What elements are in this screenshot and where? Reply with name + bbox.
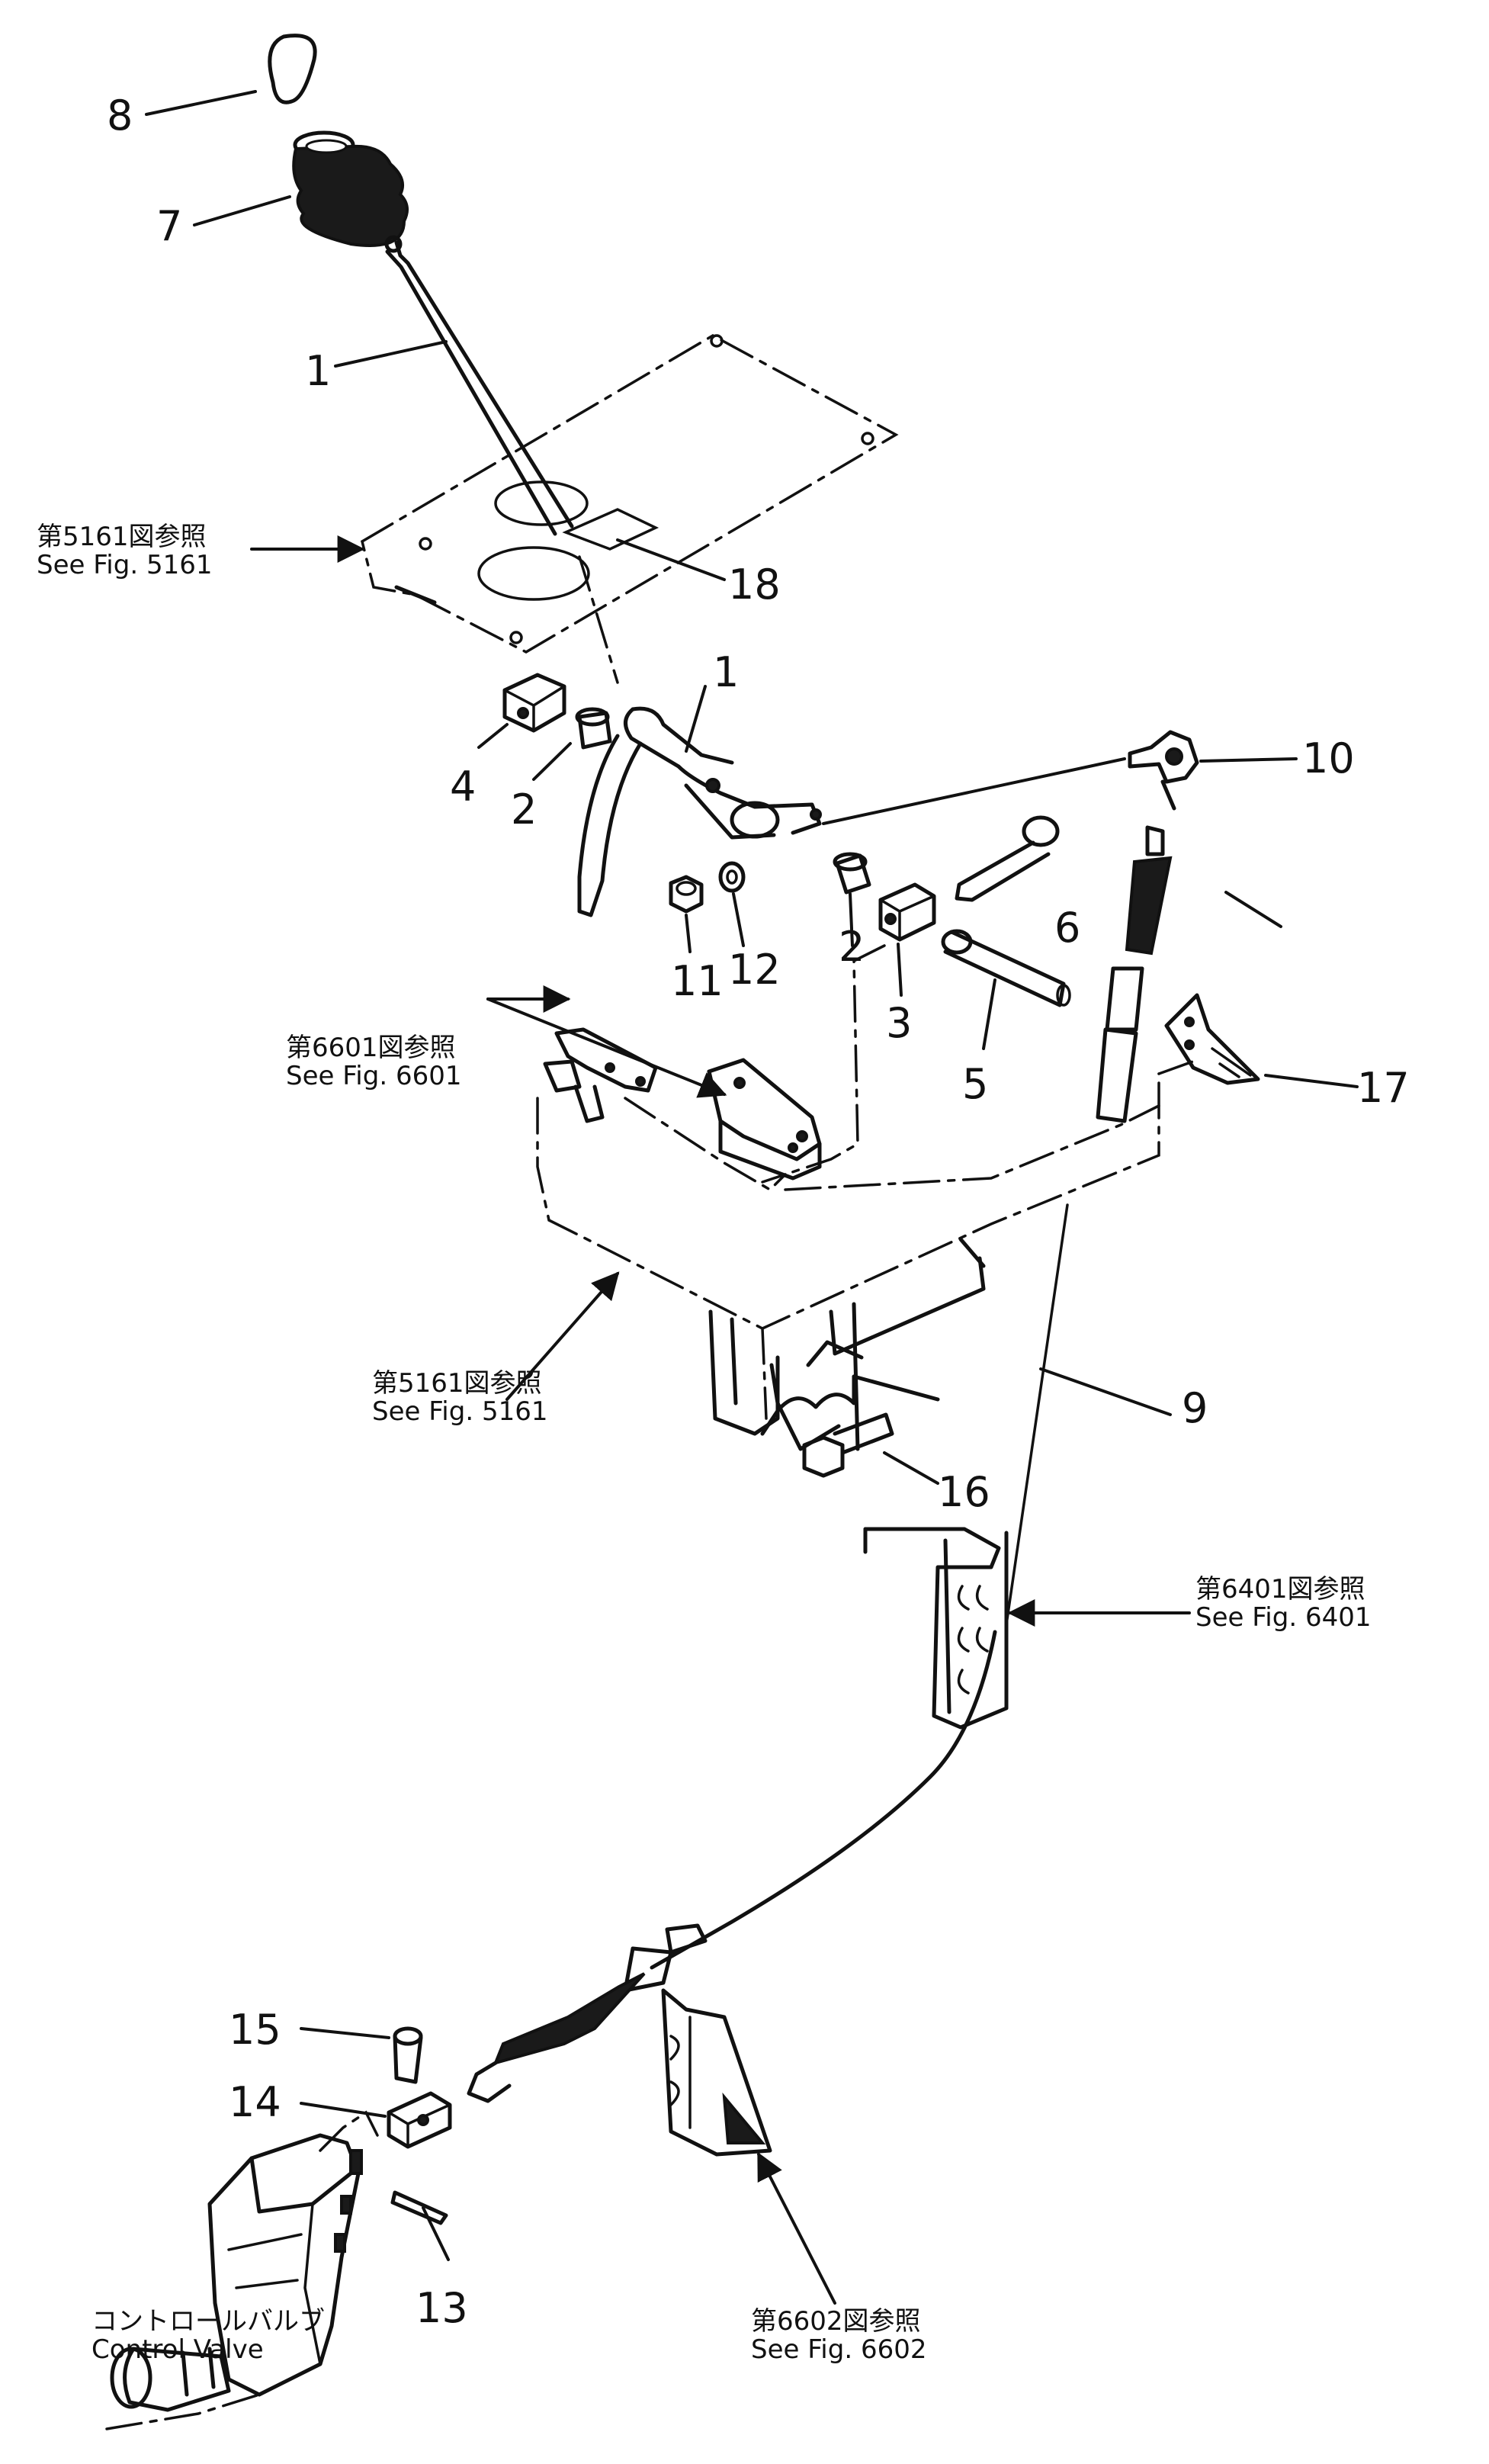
fig-ref-6601[interactable]: 第6601図参照 See Fig. 6601 [286, 1033, 461, 1091]
svg-text:第6602図参照: 第6602図参照 [751, 2306, 921, 2337]
svg-text:コントロールバルブ: コントロールバルブ [91, 2306, 325, 2337]
lever-arm [577, 555, 822, 917]
rubber-boot [292, 130, 409, 247]
fig-ref-6401[interactable]: 第6401図参照 See Fig. 6401 [1195, 1574, 1371, 1633]
fig-ref-5161-upper[interactable]: 第5161図参照 See Fig. 5161 [37, 522, 212, 580]
callout-10: 10 [1302, 734, 1355, 782]
svg-text:第5161図参照: 第5161図参照 [37, 522, 207, 552]
callout-6: 6 [1054, 904, 1080, 952]
svg-text:See Fig. 5161: See Fig. 5161 [37, 550, 212, 580]
control-valve [105, 2110, 379, 2430]
callout-2-right: 2 [839, 923, 865, 971]
callout-5: 5 [962, 1060, 988, 1108]
bracket-16 [1164, 993, 1260, 1085]
svg-text:See Fig. 5161: See Fig. 5161 [372, 1396, 547, 1427]
callout-1-lower: 1 [713, 648, 739, 696]
bracket-6601-large [707, 1058, 822, 1181]
bracket-6602 [661, 1988, 772, 2157]
callout-4: 4 [450, 763, 476, 811]
console-frame [536, 944, 1199, 1451]
bolt-17 [802, 1412, 894, 1478]
callout-11: 11 [671, 957, 724, 1005]
callout-13: 14 [229, 2078, 281, 2126]
block-4 [502, 673, 566, 733]
callout-2-left: 2 [511, 785, 537, 834]
control-valve-label: コントロールバルブ Control Valve [91, 2306, 325, 2365]
fig-ref-5161-lower[interactable]: 第5161図参照 See Fig. 5161 [372, 1368, 547, 1427]
washer-12 [718, 861, 746, 893]
floor-plate [360, 333, 899, 654]
callout-numbers: 8 7 1 18 1 10 4 2 11 12 2 6 3 5 17 9 16 … [107, 92, 1410, 2332]
ball-joint [1128, 730, 1199, 811]
callout-12: 12 [728, 946, 781, 994]
nut-11 [669, 875, 704, 914]
bushing-right [833, 852, 871, 895]
bracket-6601-small [543, 1027, 658, 1123]
block-13 [387, 2091, 452, 2149]
callout-16: 17 [1357, 1064, 1410, 1112]
svg-text:第5161図参照: 第5161図参照 [372, 1368, 542, 1399]
callout-8: 8 [107, 92, 133, 140]
bushing-left [575, 707, 612, 750]
callout-14: 15 [229, 2006, 281, 2054]
svg-text:Control Valve: Control Valve [91, 2334, 264, 2365]
bolt-6 [955, 815, 1060, 902]
svg-text:See Fig. 6601: See Fig. 6601 [286, 1061, 461, 1091]
callout-3: 3 [886, 999, 912, 1047]
mounting-bracket-lower [708, 1309, 940, 1436]
control-cable [467, 825, 1173, 2103]
callout-1-upper: 1 [305, 347, 331, 395]
knob [268, 34, 317, 104]
callout-7: 7 [156, 202, 182, 250]
cotter-pin-15 [390, 2190, 448, 2225]
svg-text:第6401図参照: 第6401図参照 [1195, 1574, 1365, 1605]
callout-17: 16 [938, 1468, 990, 1516]
svg-text:See Fig. 6602: See Fig. 6602 [751, 2334, 926, 2365]
svg-text:See Fig. 6401: See Fig. 6401 [1195, 1602, 1371, 1633]
callout-9: 9 [1182, 1384, 1208, 1432]
leader-lines [145, 90, 1359, 2305]
pin-5 [941, 929, 1071, 1007]
bracket-6401 [863, 1527, 1009, 1730]
pin-14 [393, 2026, 423, 2084]
lever-rod [384, 235, 574, 536]
block-3 [878, 882, 936, 942]
callout-15: 13 [416, 2284, 468, 2332]
svg-text:第6601図参照: 第6601図参照 [286, 1033, 456, 1063]
callout-18: 18 [728, 561, 781, 609]
fig-ref-6602[interactable]: 第6602図参照 See Fig. 6602 [751, 2306, 926, 2365]
